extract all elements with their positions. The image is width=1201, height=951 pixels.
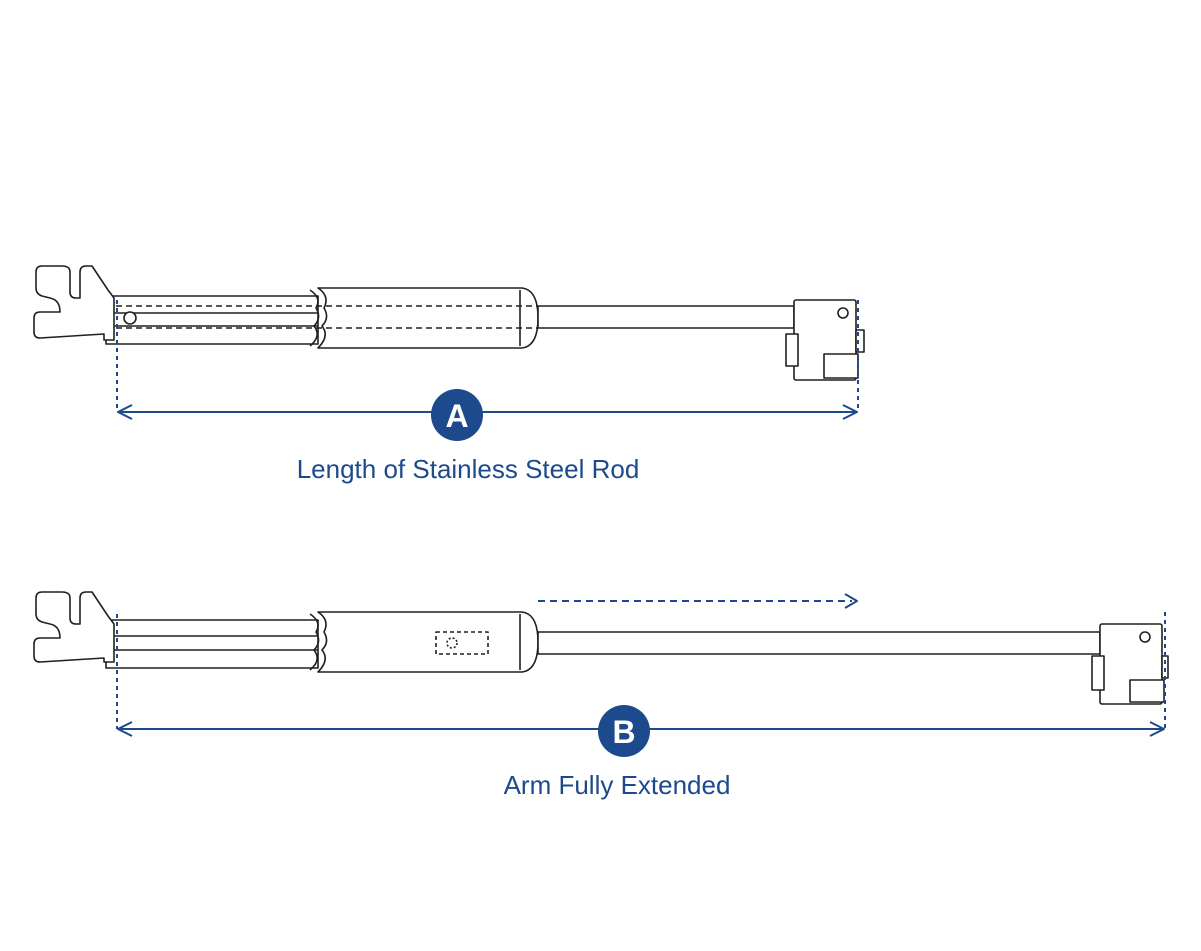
arm-a-bracket-clip xyxy=(785,333,799,367)
dimension-b-left-arrowhead xyxy=(117,721,133,737)
arm-b-hidden-slot xyxy=(435,631,489,655)
arm-b-steel-rod xyxy=(537,631,1101,655)
diagram-a: A Length of Stainless Steel Rod xyxy=(33,265,865,484)
dimension-a-left-arrowhead xyxy=(117,404,133,420)
arm-a-steel-rod xyxy=(537,305,795,329)
dimension-b-right-arrowhead xyxy=(1149,721,1165,737)
arm-b-hidden-pin xyxy=(446,637,458,649)
arm-b-bracket-tab xyxy=(1129,679,1165,703)
arm-a-retracted xyxy=(33,265,865,381)
arm-b-outer-tube xyxy=(105,619,319,669)
arm-b-bracket-side xyxy=(1161,655,1169,679)
arm-b-bracket-clip xyxy=(1091,655,1105,691)
arm-a-bracket-tab xyxy=(823,353,859,379)
caption-a: Length of Stainless Steel Rod xyxy=(297,454,640,484)
arm-a-outer-tube xyxy=(105,295,319,345)
dimension-a xyxy=(116,300,859,420)
arm-b-cylinder-crimp xyxy=(309,613,320,671)
arm-a-pivot-pin xyxy=(123,311,137,325)
caption-b: Arm Fully Extended xyxy=(504,770,731,800)
diagram-b: B Arm Fully Extended xyxy=(33,591,1169,800)
badge-a-circle xyxy=(431,389,483,441)
arm-b-fork-end xyxy=(33,591,115,663)
badge-a-letter: A xyxy=(445,398,468,434)
arm-a-bracket-side xyxy=(855,329,865,353)
dimension-a-right-arrowhead xyxy=(842,404,858,420)
arm-b-extended xyxy=(33,591,1169,705)
badge-b: B xyxy=(598,705,650,757)
badge-a: A xyxy=(431,389,483,441)
arm-a-fork-end xyxy=(33,265,115,341)
extension-arrow xyxy=(538,593,858,609)
extension-arrow-head xyxy=(844,593,858,609)
arm-b-bracket-hole xyxy=(1139,631,1151,643)
arm-a-cylinder-crimp xyxy=(309,289,320,347)
arm-a-cylinder xyxy=(317,287,539,349)
arm-a-hidden-rod xyxy=(116,305,538,329)
badge-b-circle xyxy=(598,705,650,757)
badge-b-letter: B xyxy=(612,714,635,750)
arm-b-cylinder xyxy=(317,611,539,673)
arm-a-bracket-hole xyxy=(837,307,849,319)
